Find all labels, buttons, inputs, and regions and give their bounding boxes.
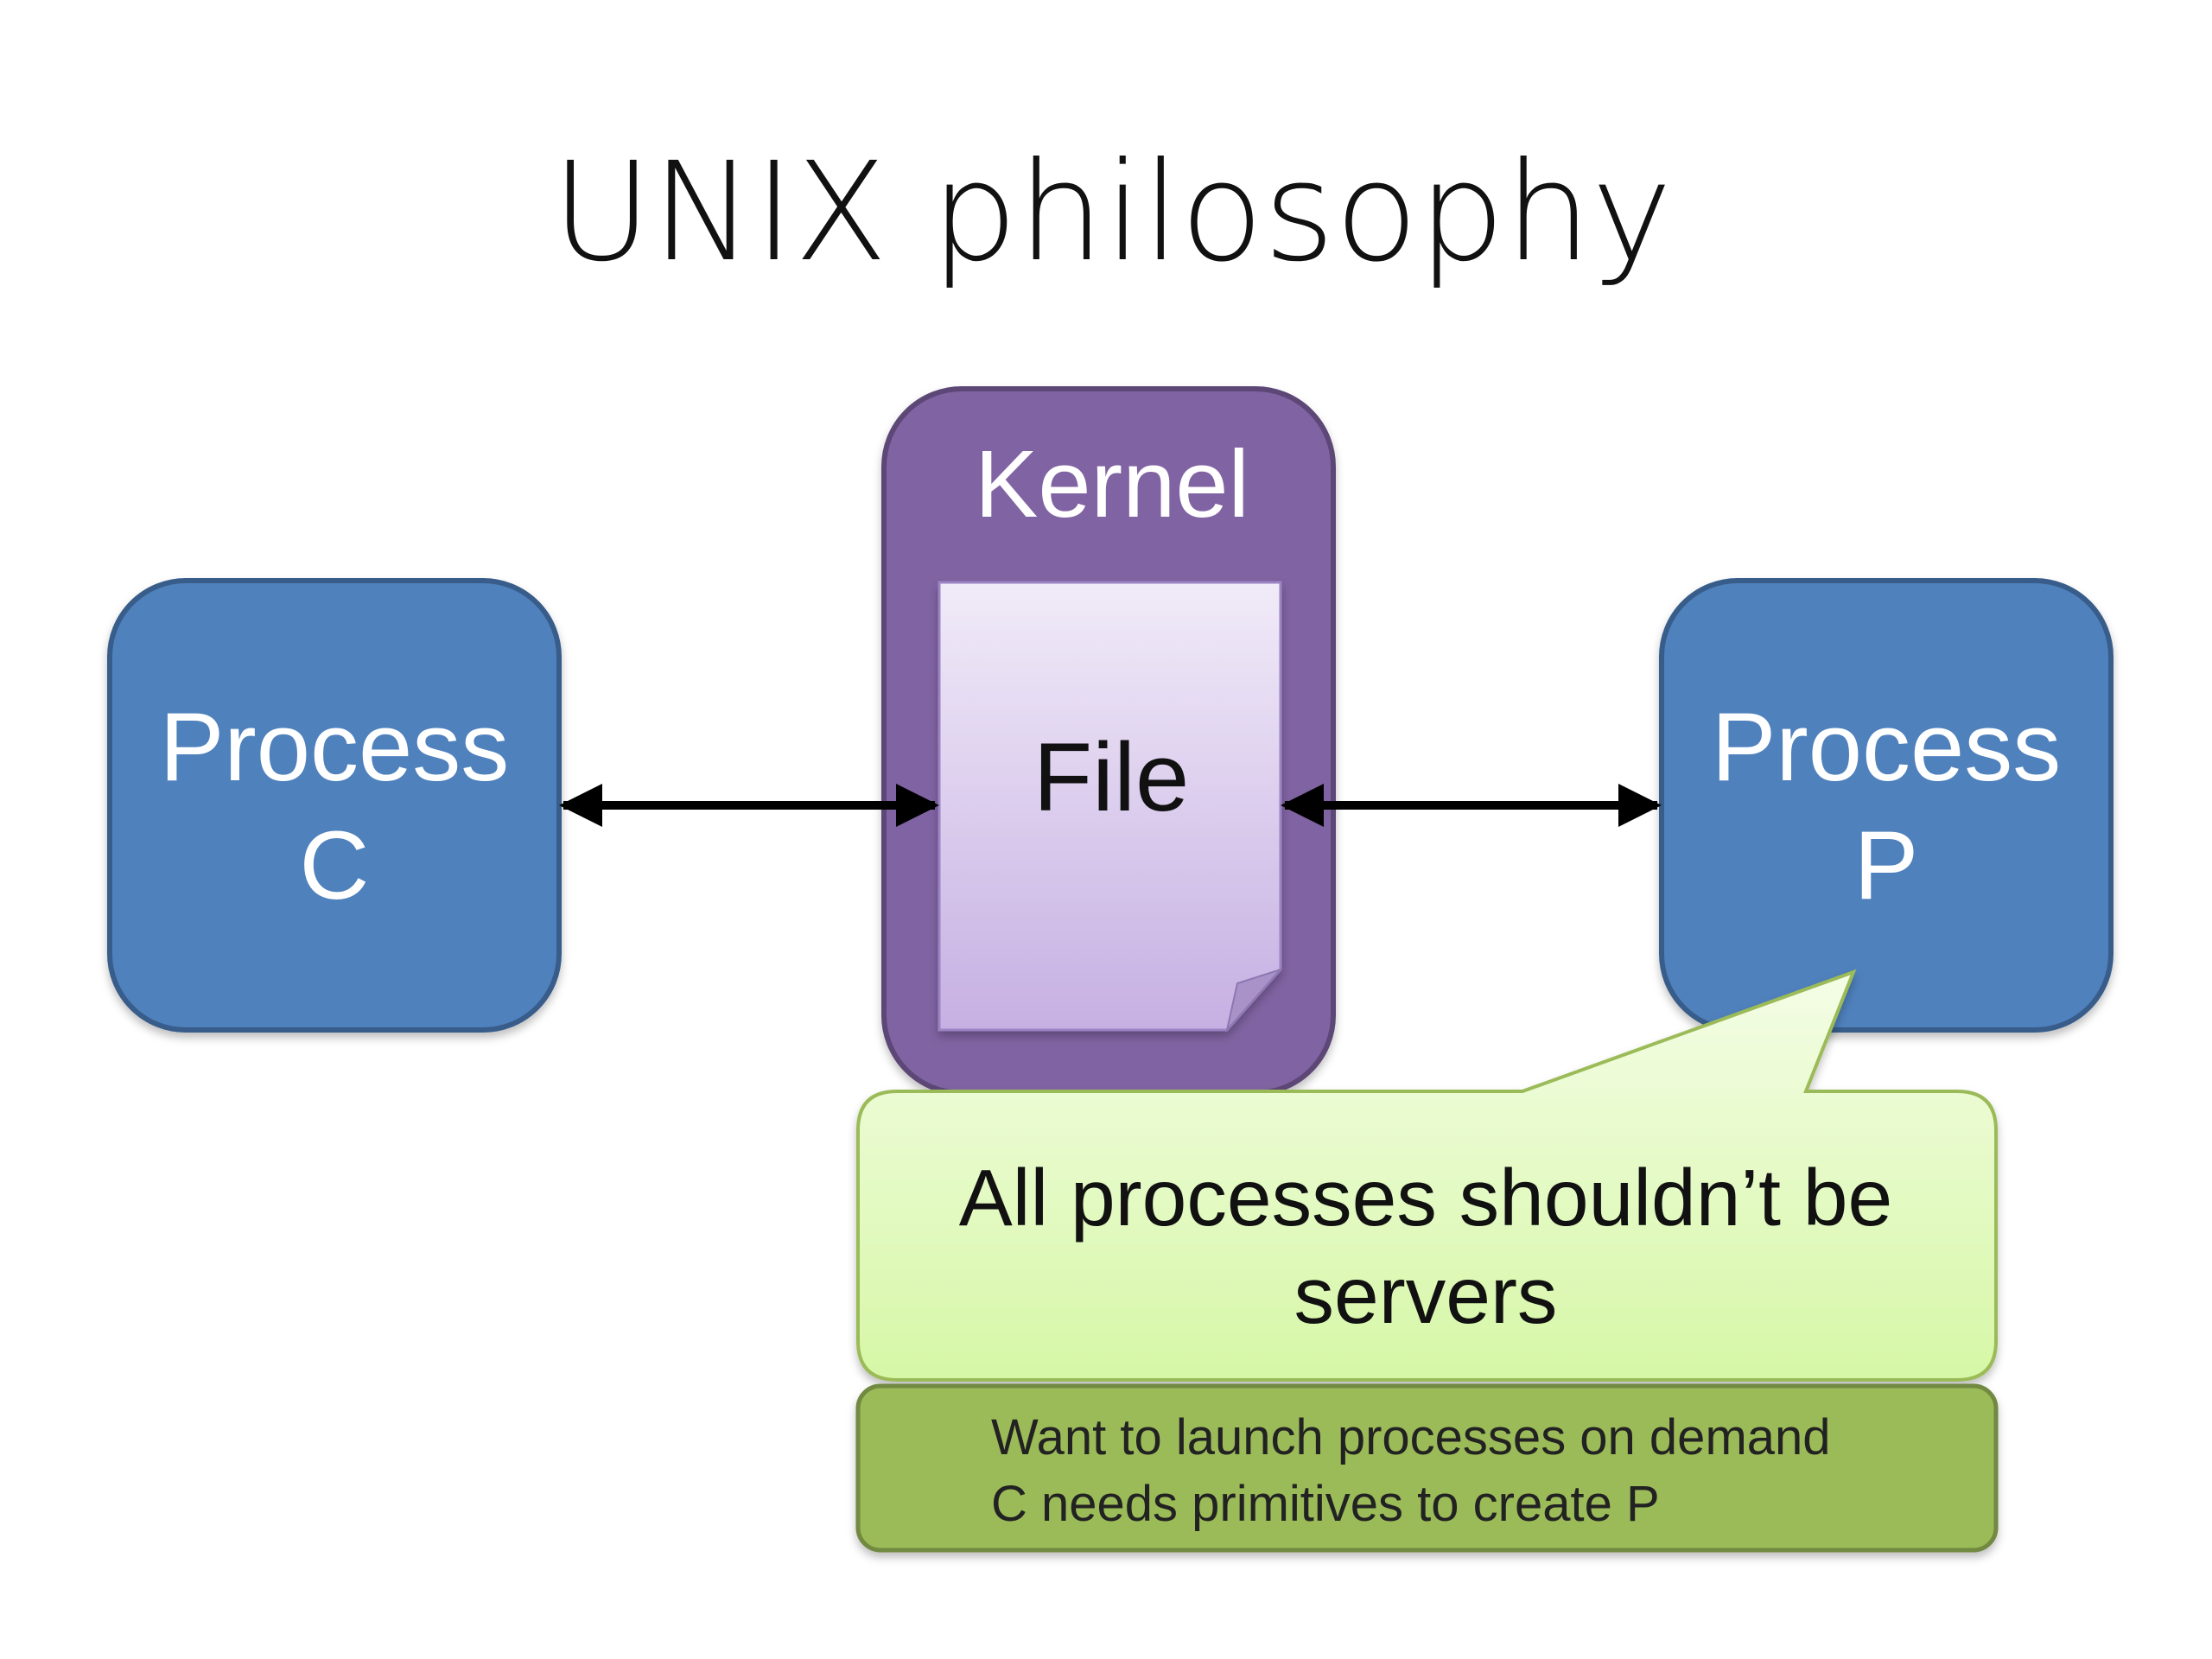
note-line1: Want to launch processes on demand xyxy=(991,1409,1831,1465)
process-p-label-line1: Process xyxy=(1712,693,2062,801)
speech-callout-shape xyxy=(856,969,1998,1382)
speech-callout-line2: servers xyxy=(1294,1250,1558,1340)
file-label: File xyxy=(1033,723,1189,831)
note-box-shape xyxy=(855,1383,1999,1553)
kernel-box: Kernel File xyxy=(881,386,1336,1096)
file-document-icon: File xyxy=(938,581,1284,1033)
speech-callout-line1: All processes shouldn’t be xyxy=(959,1153,1892,1243)
process-c-box: Process C xyxy=(107,578,562,1033)
kernel-label: Kernel xyxy=(975,431,1249,537)
slide-title: UNIX philosophy xyxy=(552,133,1673,292)
process-p-shape xyxy=(1659,578,2113,1033)
process-c-label-line1: Process xyxy=(160,693,510,801)
process-p-label-line2: P xyxy=(1854,811,1919,919)
speech-callout: All processes shouldn’t be servers xyxy=(856,969,1998,1382)
file-page-fold xyxy=(1225,967,1284,1033)
note-line2: C needs primitives to create P xyxy=(991,1476,1660,1532)
process-p-box: Process P xyxy=(1659,578,2113,1033)
note-box: Want to launch processes on demand C nee… xyxy=(855,1383,1999,1553)
process-c-shape xyxy=(107,578,562,1033)
process-c-label-line2: C xyxy=(300,811,370,919)
